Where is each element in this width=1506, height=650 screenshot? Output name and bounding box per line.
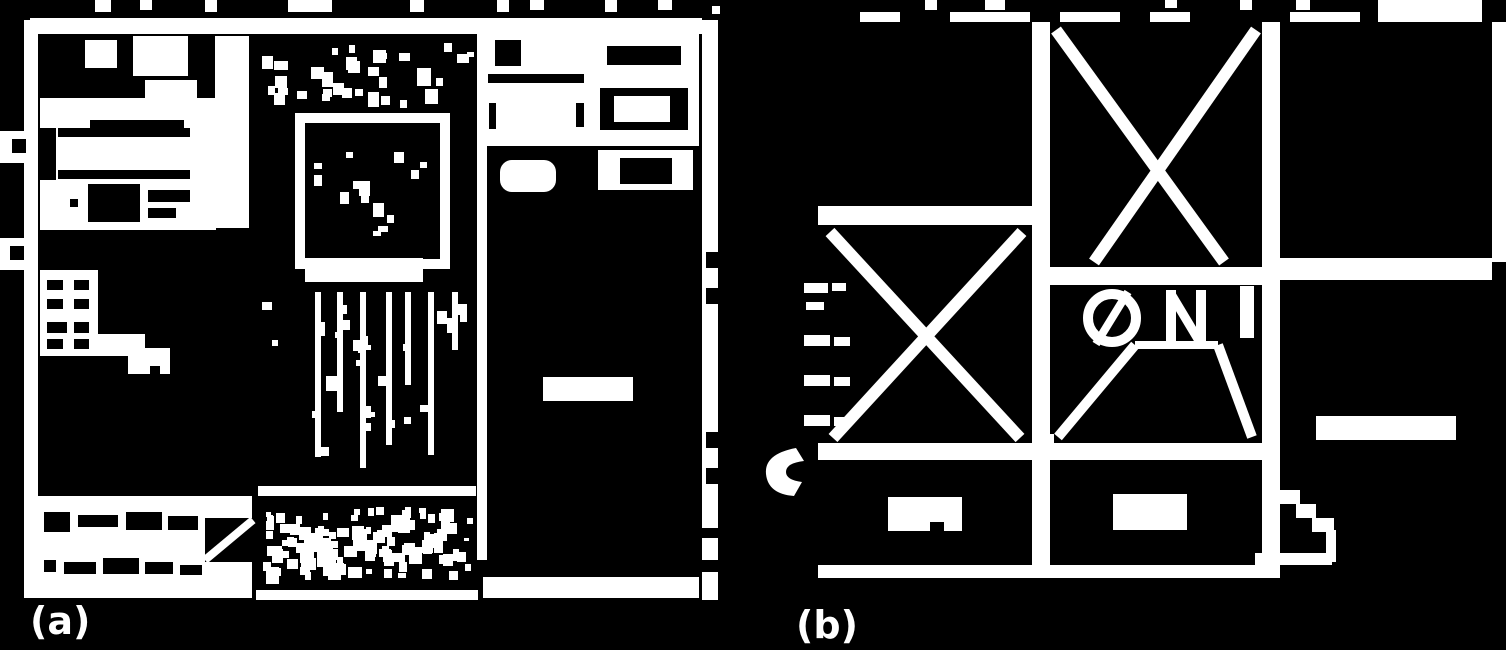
panel-a-left-border [24, 20, 38, 598]
grid-cell-r3c2-label[interactable] [1113, 494, 1187, 530]
grid-top-dashes [860, 0, 1482, 22]
grid-right-margin [1492, 22, 1506, 262]
caption-b: (b) [796, 603, 858, 647]
grid-cell-r2c3-label-bar[interactable] [1316, 416, 1456, 440]
photo-speckle-top [262, 43, 474, 108]
crescent-mark [765, 448, 804, 496]
panel-a-footer-panel [30, 496, 256, 598]
panel-a-scrollbar-strip[interactable] [702, 20, 718, 600]
panel-a-photo-frame [295, 113, 450, 282]
panel-a-mid-divider-line [256, 486, 478, 600]
panel-a-nav-marks [70, 184, 190, 222]
caption-a: (a) [30, 599, 91, 643]
panel-a-price-bar[interactable] [543, 377, 633, 401]
grid-lines [818, 22, 1492, 578]
grid-cell-r1c1[interactable] [818, 24, 1032, 205]
panel-a-white-pill-button[interactable] [500, 160, 556, 192]
grid-cell-r2c2[interactable] [1050, 285, 1262, 443]
panel-a-margin-badge-2 [0, 238, 30, 270]
panel-a-framed-button[interactable] [598, 150, 693, 190]
panel-a-pill-badge[interactable] [128, 348, 170, 374]
grid-cell-r1c2[interactable] [1050, 24, 1262, 267]
panel-a-outline-button[interactable] [600, 88, 688, 130]
panel-a-dark-button[interactable] [607, 46, 681, 65]
panel-a-header-blobs [85, 36, 249, 228]
top-edge-dashes [95, 0, 1310, 14]
photo-speckle-mid [262, 302, 467, 456]
text-noise-dense [263, 507, 473, 584]
grid-cell-r1c3[interactable] [1280, 24, 1492, 258]
grid-cell-r2c1[interactable] [818, 225, 1032, 443]
search-input[interactable] [58, 137, 190, 170]
grid-step-tab [1255, 490, 1336, 565]
panel-a-list-box [40, 270, 145, 356]
grid-cell-r3c1-label[interactable] [888, 497, 962, 531]
grid-left-text-dashes [804, 283, 850, 426]
photo-speckle-frame [314, 152, 427, 236]
panel-a-column-divider [477, 20, 487, 560]
panel-a-margin-badge-1 [0, 131, 30, 163]
panel-a-right-footer [483, 577, 699, 598]
